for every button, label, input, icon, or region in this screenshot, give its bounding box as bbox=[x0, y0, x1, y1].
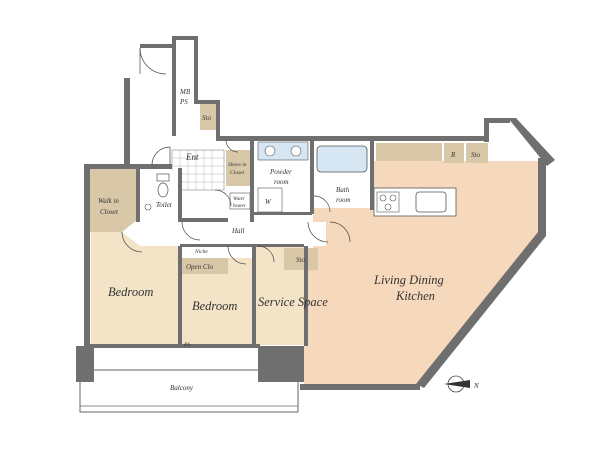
shoes-closet bbox=[226, 150, 250, 186]
door-swings bbox=[121, 47, 351, 265]
w-label: W bbox=[265, 198, 272, 206]
bedroom1-floor bbox=[91, 232, 178, 346]
fridge-label: R bbox=[450, 151, 456, 159]
toilet-tank bbox=[156, 173, 170, 182]
basin-right bbox=[290, 145, 302, 157]
walk-in-closet-floor bbox=[88, 167, 137, 232]
heater-label: heater bbox=[233, 204, 246, 209]
hall-floor bbox=[180, 222, 326, 246]
kitchen-storage bbox=[466, 143, 488, 163]
open-closet-label: Open Clo bbox=[186, 263, 214, 271]
service-space-label: Service Space bbox=[258, 295, 328, 309]
bathtub bbox=[316, 145, 368, 173]
bath-room-label: room bbox=[336, 196, 351, 204]
bedroom1-label: Bedroom bbox=[108, 285, 153, 299]
north-compass-icon: N bbox=[444, 375, 479, 393]
fridge-space bbox=[444, 143, 464, 163]
toilet-basin bbox=[144, 203, 152, 211]
ldk-label-line1: Living Dining bbox=[373, 273, 444, 287]
storage-top-label: Sto bbox=[202, 114, 211, 122]
walk-in-label: Walk in bbox=[98, 197, 119, 205]
niche-label: Niche bbox=[194, 249, 208, 255]
ps-small-label: PS bbox=[183, 342, 190, 348]
balcony-label: Balcony bbox=[170, 384, 194, 392]
kitchen-counter-top bbox=[376, 143, 442, 161]
walk-in-closet-label: Closet bbox=[100, 208, 119, 216]
shoes-in-label: Shoes in bbox=[228, 162, 247, 168]
shoes-closet-label: Closet bbox=[230, 170, 245, 176]
bedroom2-label: Bedroom bbox=[192, 299, 237, 313]
ldk-label-line2: Kitchen bbox=[395, 289, 435, 303]
ps-label: PS bbox=[179, 98, 188, 106]
walls bbox=[76, 36, 555, 390]
water-label: Water bbox=[233, 197, 245, 202]
washer-space bbox=[257, 187, 283, 213]
storage-top bbox=[200, 104, 216, 130]
bath-label: Bath bbox=[336, 186, 350, 194]
powder-room-label: room bbox=[274, 178, 289, 186]
service-storage-label: Sto bbox=[296, 256, 305, 264]
north-label: N bbox=[473, 382, 479, 390]
kitchen-storage-label: Sto bbox=[471, 151, 480, 159]
service-storage bbox=[284, 248, 318, 270]
toilet-label: Toilet bbox=[156, 201, 173, 209]
powder-label: Powder bbox=[269, 168, 292, 176]
open-closet bbox=[182, 258, 228, 274]
ldk-floor bbox=[304, 161, 538, 384]
entrance-label: Ent bbox=[185, 152, 199, 162]
kitchen-sink bbox=[415, 191, 447, 213]
cooktop bbox=[376, 191, 400, 213]
hall-label: Hall bbox=[231, 227, 245, 235]
basin-left bbox=[264, 145, 276, 157]
toilet-bowl bbox=[157, 182, 169, 198]
mb-label: MB bbox=[179, 88, 191, 96]
